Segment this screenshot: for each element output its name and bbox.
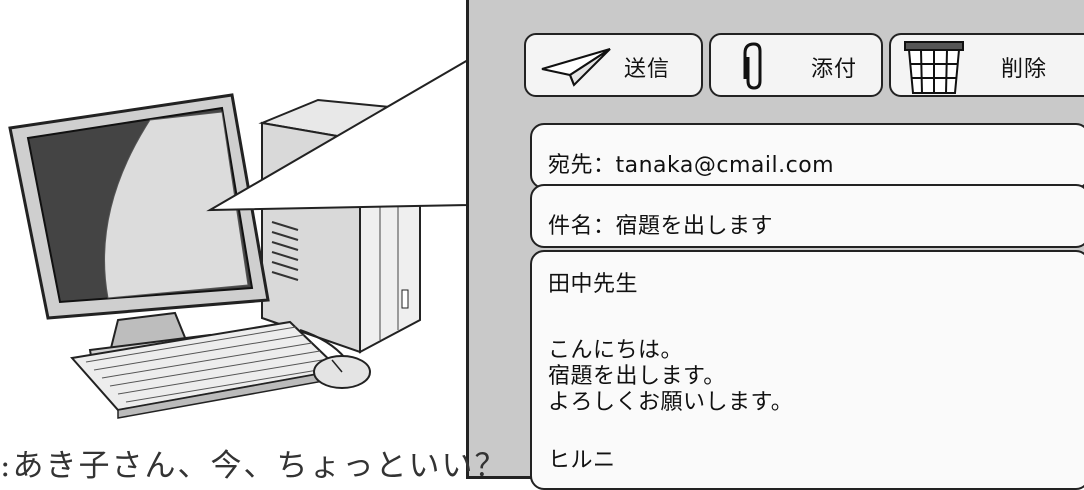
callout-pointer: [206, 58, 469, 212]
pc-keyboard: [70, 320, 343, 419]
paper-plane-icon: [541, 48, 611, 87]
mail-toolbar: 送信 添付 削除: [469, 0, 1084, 98]
paperclip-icon: [743, 42, 762, 90]
pc-monitor: [8, 93, 270, 364]
body-line: 田中先生: [548, 272, 639, 297]
body-line: よろしくお願いします。: [548, 390, 794, 415]
send-button[interactable]: 送信: [524, 33, 703, 97]
subject-text: 件名：宿題を出します: [548, 214, 774, 239]
body-line: こんにちは。: [548, 338, 684, 363]
caption-text: :あき子さん、今、ちょっといい？: [0, 448, 508, 484]
delete-label: 削除: [1001, 57, 1048, 82]
send-label: 送信: [624, 57, 671, 82]
body-line: 宿題を出します。: [548, 364, 726, 389]
to-text: 宛先：tanaka@cmail.com: [548, 153, 835, 178]
attach-button[interactable]: 添付: [709, 33, 883, 97]
body-line: ヒルニ: [548, 448, 616, 473]
subject-field[interactable]: 件名：宿題を出します: [530, 184, 1084, 248]
attach-label: 添付: [811, 57, 858, 82]
body-field[interactable]: 田中先生 こんにちは。 宿題を出します。 よろしくお願いします。 ヒルニ: [530, 250, 1084, 490]
to-field[interactable]: 宛先：tanaka@cmail.com: [530, 123, 1084, 189]
pc-mouse: [299, 329, 371, 389]
trash-can-icon: [904, 41, 964, 94]
delete-button[interactable]: 削除: [889, 33, 1084, 97]
